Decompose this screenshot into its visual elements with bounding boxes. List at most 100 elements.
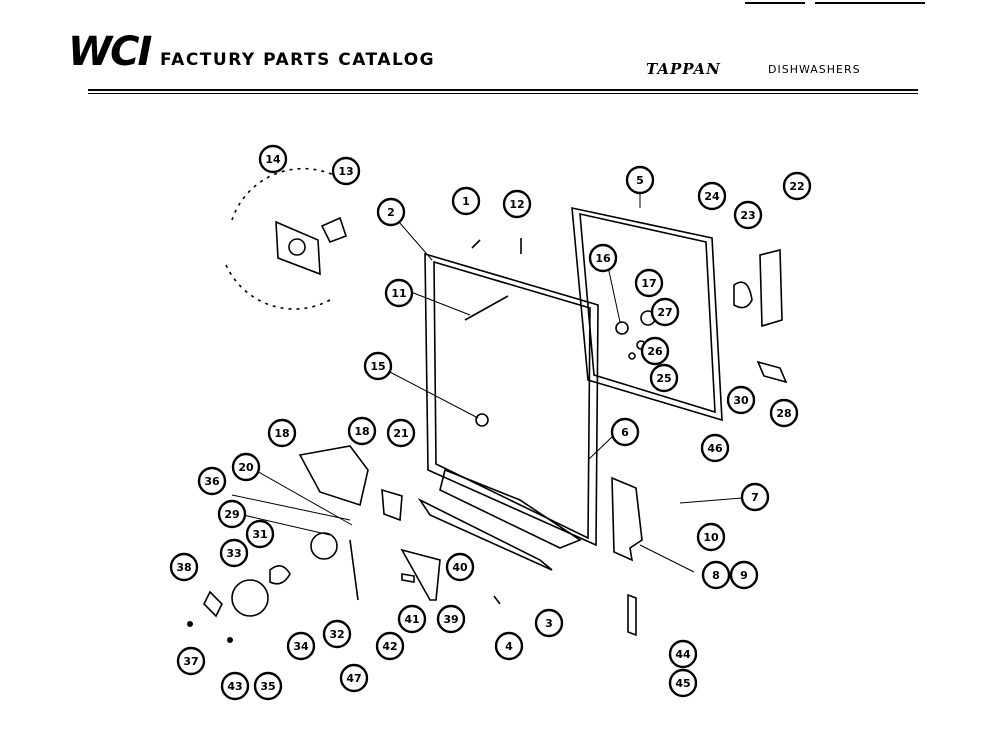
callout-41: 41: [397, 604, 427, 634]
callout-33-label: 33: [226, 547, 241, 560]
callout-31-circle: [245, 519, 275, 549]
callout-14-label: 14: [265, 153, 281, 166]
callout-14: 14: [258, 144, 288, 174]
callout-33: 33: [219, 538, 249, 568]
callout-11-circle: [384, 278, 414, 308]
callout-36-circle: [197, 466, 227, 496]
callout-3: 3: [534, 608, 564, 638]
product-type: DISHWASHERS: [768, 63, 861, 76]
part-14-bracket: [275, 220, 321, 276]
leader-lines: [231, 194, 743, 573]
part-38-bracket: [203, 590, 223, 618]
part-41-clip: [401, 573, 415, 583]
part-5-gasket: [579, 212, 716, 414]
callout-7-circle: [740, 482, 770, 512]
callout-28-circle: [769, 398, 799, 428]
callout-41-circle: [397, 604, 427, 634]
part-16-knob: [615, 321, 629, 335]
callout-28: 28: [769, 398, 799, 428]
part-3-lower-rail: [439, 468, 582, 549]
part-22-latch-cover: [759, 248, 783, 328]
callout-39: 39: [436, 604, 466, 634]
callout-18a-label: 18: [274, 427, 289, 440]
callout-11-label: 11: [391, 287, 406, 300]
callout-15: 15: [363, 351, 393, 381]
callout-25: 25: [649, 363, 679, 393]
callout-17-circle: [634, 268, 664, 298]
part-43-screw: [227, 637, 233, 643]
callout-38-label: 38: [176, 561, 191, 574]
callout-18b-label: 18: [354, 425, 369, 438]
callout-46: 46: [700, 433, 730, 463]
part-5-outer-door-panel: [571, 206, 723, 422]
callout-20: 20: [231, 452, 261, 482]
callout-18a-circle: [267, 418, 297, 448]
callout-22-circle: [782, 171, 812, 201]
part-33-knob: [269, 565, 291, 585]
callout-21: 21: [386, 418, 416, 448]
callout-40-label: 40: [452, 561, 468, 574]
callout-35-label: 35: [260, 680, 275, 693]
part-8-hinge-arm: [611, 476, 643, 562]
callout-34: 34: [286, 631, 316, 661]
part-2-inner-door-panel: [424, 252, 599, 547]
callout-29-circle: [217, 499, 247, 529]
callout-15-circle: [363, 351, 393, 381]
callout-46-circle: [700, 433, 730, 463]
callout-35: 35: [253, 671, 283, 701]
callout-27-label: 27: [657, 306, 672, 319]
callout-13: 13: [331, 156, 361, 186]
callout-27-circle: [650, 297, 680, 327]
part-44-spring: [627, 593, 637, 637]
callout-8: 8: [701, 560, 731, 590]
callout-15-label: 15: [370, 360, 385, 373]
part-1-screw: [471, 239, 481, 249]
callout-13-label: 13: [338, 165, 353, 178]
part-28-clip: [756, 360, 788, 384]
callout-25-label: 25: [656, 372, 671, 385]
callout-12: 12: [502, 189, 532, 219]
callout-38: 38: [169, 552, 199, 582]
callout-7: 7: [740, 482, 770, 512]
brand-logo: WCI: [68, 29, 152, 75]
callout-6: 6: [610, 417, 640, 447]
callout-44-label: 44: [675, 648, 691, 661]
callout-9: 9: [729, 560, 759, 590]
callout-10: 10: [696, 522, 726, 552]
callout-47-label: 47: [346, 672, 361, 685]
callout-9-circle: [729, 560, 759, 590]
callout-7-label: 7: [751, 491, 759, 504]
callout-30-label: 30: [733, 394, 749, 407]
callout-30-circle: [726, 385, 756, 415]
callout-24-label: 24: [704, 190, 720, 203]
callout-24: 24: [697, 181, 727, 211]
callout-39-label: 39: [443, 613, 458, 626]
callout-37-label: 37: [183, 655, 198, 668]
part-21-bracket: [381, 488, 403, 522]
callout-3-circle: [534, 608, 564, 638]
callout-20-circle: [231, 452, 261, 482]
callout-26-label: 26: [647, 345, 663, 358]
callout-42-label: 42: [382, 640, 397, 653]
callout-1-label: 1: [462, 195, 470, 208]
callout-33-circle: [219, 538, 249, 568]
callout-8-label: 8: [712, 569, 720, 582]
callout-26: 26: [640, 336, 670, 366]
part-37-screw: [187, 621, 193, 627]
part-47-rod: [349, 539, 359, 601]
callout-16: 16: [588, 243, 618, 273]
callout-42-circle: [375, 631, 405, 661]
callout-47: 47: [339, 663, 369, 693]
top-rule-left: [745, 2, 805, 4]
manufacturer-logo: TAPPAN: [646, 60, 721, 78]
callout-34-circle: [286, 631, 316, 661]
callout-21-circle: [386, 418, 416, 448]
callout-14-circle: [258, 144, 288, 174]
callout-16-label: 16: [595, 252, 611, 265]
callout-2-label: 2: [387, 206, 395, 219]
callout-1-circle: [451, 186, 481, 216]
callout-13-circle: [331, 156, 361, 186]
callout-29: 29: [217, 499, 247, 529]
callout-18b-circle: [347, 416, 377, 446]
